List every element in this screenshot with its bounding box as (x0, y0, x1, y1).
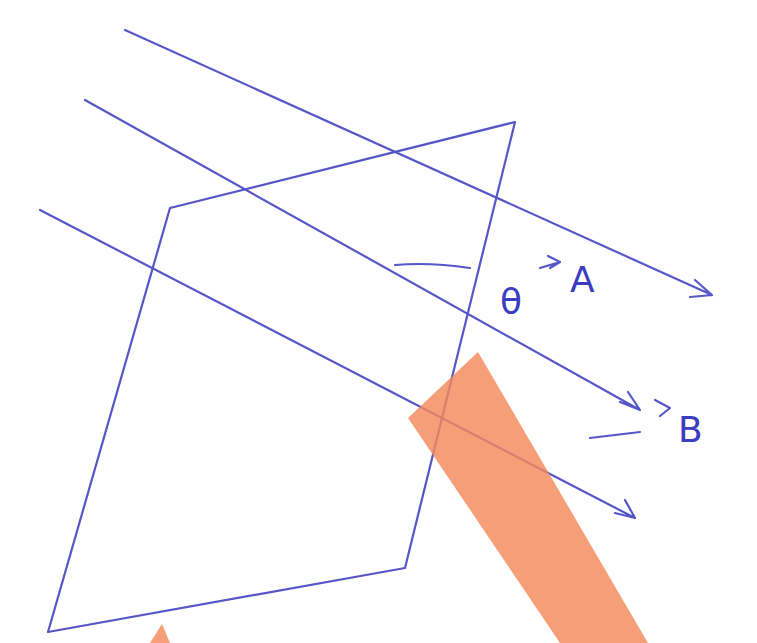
angle-arc (395, 264, 470, 268)
label-text: θ (500, 284, 522, 320)
arrow-mark (655, 400, 670, 416)
arrow-mark (540, 256, 560, 268)
ray-line (125, 30, 712, 297)
label-text: A (570, 262, 595, 298)
highlight-bar (408, 352, 648, 643)
highlight-mark (150, 624, 170, 643)
ray-line (85, 100, 640, 410)
dash-mark (590, 432, 640, 438)
prism-outline (48, 122, 515, 632)
label-text: B (678, 412, 703, 448)
